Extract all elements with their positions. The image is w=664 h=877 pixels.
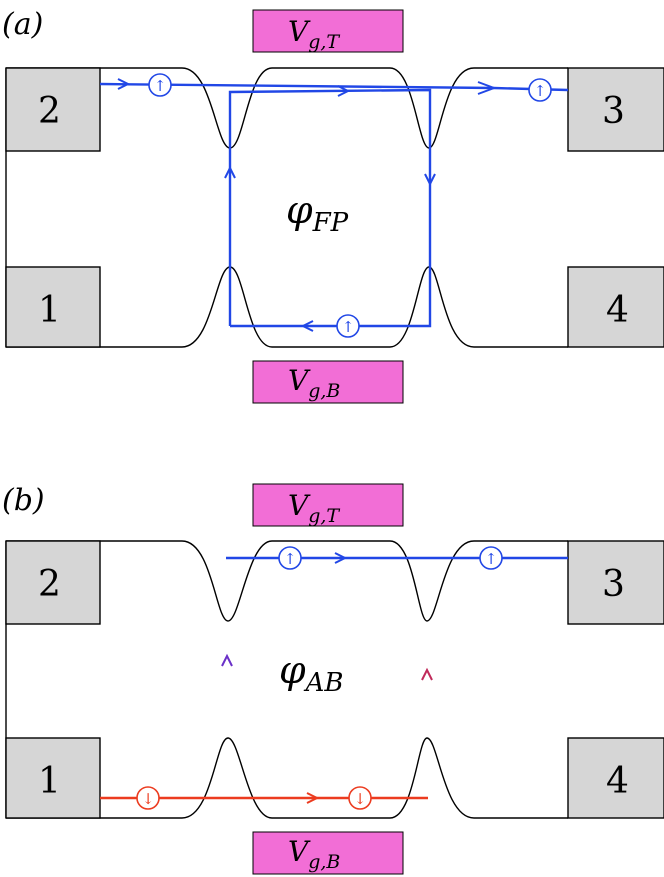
contact-2-a [5, 67, 101, 152]
contact-3-a-label: 3 [602, 91, 625, 132]
arrow-right-icon [306, 792, 320, 804]
gate-top-b-label: Vg,T [288, 489, 340, 527]
contact-2-b [5, 540, 101, 625]
svg-text:↓: ↓ [142, 790, 155, 808]
gate-bottom-b-label: Vg,B [288, 835, 340, 873]
spin-marker-1-a: ↑ [148, 73, 172, 97]
phase-label-b: φAB [279, 648, 344, 698]
contact-4-a-label: 4 [606, 290, 629, 331]
gate-bottom-a-label: Vg,B [288, 364, 340, 402]
arrow-up-icon [221, 653, 233, 667]
arrow-down-icon [424, 173, 436, 187]
contact-1-b-label: 1 [38, 761, 61, 802]
contact-4-b [567, 737, 664, 819]
spin-marker-4-b: ↓ [348, 786, 372, 810]
panel-a: (a) Vg,T Vg,B 2 1 3 4 [2, 7, 664, 404]
svg-text:↑: ↑ [284, 550, 297, 568]
panel-a-label: (a) [2, 7, 43, 42]
svg-text:↑: ↑ [342, 318, 355, 336]
panel-b: (b) Vg,T Vg,B 2 1 3 4 [2, 483, 664, 875]
panel-b-label: (b) [2, 483, 45, 518]
edge-path-a [99, 82, 569, 328]
contact-2-b-label: 2 [38, 564, 61, 605]
contact-4-b-label: 4 [606, 761, 629, 802]
contact-4-a [567, 266, 664, 348]
boundary-bottom-b [6, 737, 568, 819]
arrow-left-icon [300, 320, 314, 332]
arrow-up-icon [224, 165, 236, 179]
spin-marker-3-a: ↑ [336, 314, 360, 338]
arrow-right-icon [117, 78, 131, 90]
boundary-top-b [6, 540, 568, 622]
boundary-top-a [6, 67, 568, 149]
boundary-bottom-a [6, 266, 568, 348]
spin-marker-3-b: ↓ [136, 786, 160, 810]
svg-text:↓: ↓ [354, 790, 367, 808]
svg-text:↑: ↑ [154, 77, 167, 95]
gate-bottom-a [252, 360, 404, 404]
contact-3-a [567, 67, 664, 152]
spin-marker-2-a: ↑ [528, 78, 552, 102]
svg-text:↑: ↑ [485, 550, 498, 568]
contact-1-b [5, 737, 101, 819]
arrows-a [117, 78, 497, 332]
gate-bottom-b [252, 831, 404, 875]
gate-top-a [252, 9, 404, 53]
contact-3-b [567, 540, 664, 625]
arrow-right-icon [334, 552, 348, 564]
arrow-right-icon [477, 81, 497, 95]
arrow-up-icon [421, 667, 433, 681]
contact-1-a-label: 1 [38, 290, 61, 331]
spin-marker-1-b: ↑ [278, 546, 302, 570]
contact-3-b-label: 3 [602, 564, 625, 605]
svg-text:↑: ↑ [534, 82, 547, 100]
arrows-b [221, 552, 433, 804]
phase-label-a: φFP [286, 188, 349, 238]
gate-top-b [252, 483, 404, 527]
arrow-right-icon [337, 85, 351, 97]
contact-2-a-label: 2 [38, 91, 61, 132]
gate-top-a-label: Vg,T [288, 15, 340, 53]
spin-marker-2-b: ↑ [479, 546, 503, 570]
contact-1-a [5, 266, 101, 348]
